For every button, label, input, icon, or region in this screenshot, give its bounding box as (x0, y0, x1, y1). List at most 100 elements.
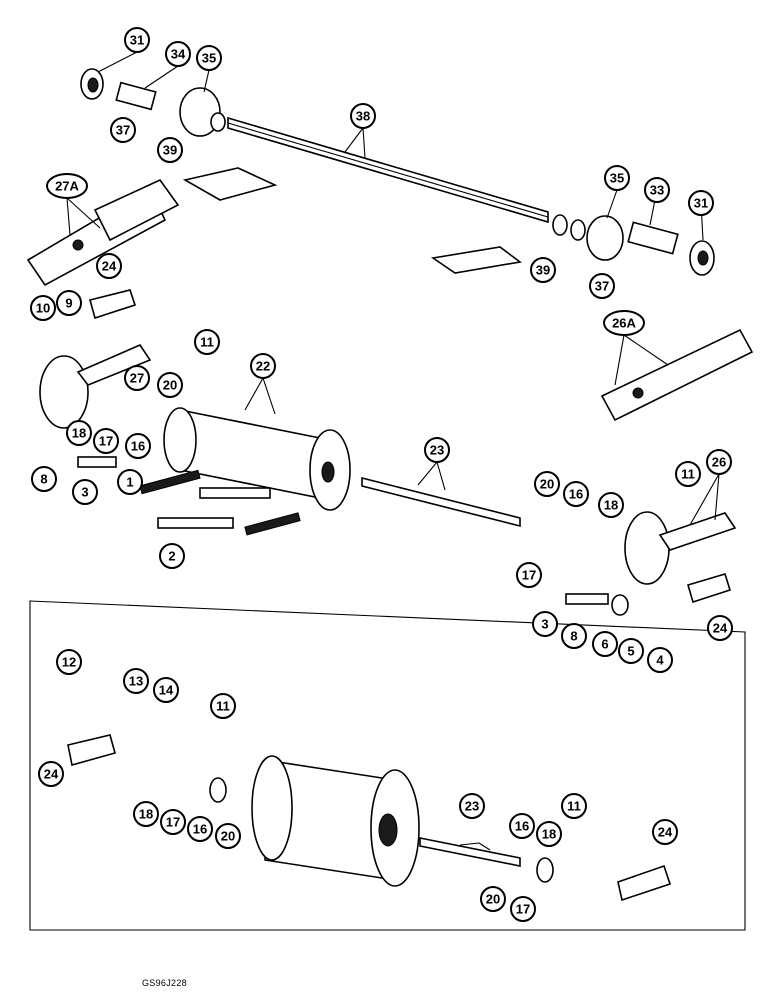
callout-17-upper-right: 17 (516, 562, 542, 588)
callout-13: 13 (123, 668, 149, 694)
svg-text:26: 26 (712, 455, 726, 470)
callout-17-lower-right: 17 (510, 896, 536, 922)
svg-text:24: 24 (658, 825, 673, 840)
callout-26a: 26A (603, 310, 645, 336)
svg-text:5: 5 (627, 644, 634, 659)
shaft-38 (227, 116, 549, 224)
svg-text:27: 27 (130, 371, 144, 386)
callout-16-upper-left: 16 (125, 433, 151, 459)
svg-text:8: 8 (570, 629, 577, 644)
callout-8-upper-left: 8 (31, 466, 57, 492)
shaft-23-lower (419, 837, 521, 867)
callout-11-lower-left: 11 (210, 693, 236, 719)
svg-text:39: 39 (163, 143, 177, 158)
leader-lines (66, 51, 720, 851)
svg-text:39: 39 (536, 263, 550, 278)
callout-11-upper-right: 11 (675, 461, 701, 487)
callout-24-upper: 24 (96, 253, 122, 279)
stub-shaft-34 (115, 81, 157, 111)
callout-37-left: 37 (110, 117, 136, 143)
svg-text:20: 20 (221, 829, 235, 844)
svg-text:37: 37 (116, 123, 130, 138)
svg-text:35: 35 (610, 171, 624, 186)
sprocket-16-lower (209, 777, 554, 883)
svg-text:35: 35 (202, 51, 216, 66)
callout-11-lower-right: 11 (561, 793, 587, 819)
svg-text:22: 22 (256, 359, 270, 374)
svg-text:24: 24 (44, 767, 59, 782)
svg-text:20: 20 (540, 477, 554, 492)
callout-23-upper: 23 (424, 437, 450, 463)
arm-27a (26, 178, 180, 287)
svg-text:26A: 26A (612, 316, 636, 331)
plate-upper-left (182, 167, 278, 201)
callout-16-lower-left: 16 (187, 816, 213, 842)
svg-text:34: 34 (171, 47, 186, 62)
svg-text:10: 10 (36, 301, 50, 316)
callout-18-lower-left: 18 (133, 801, 159, 827)
callout-33: 33 (644, 177, 670, 203)
callout-17-upper-left: 17 (93, 428, 119, 454)
callout-27a: 27A (46, 173, 88, 199)
svg-text:18: 18 (139, 807, 153, 822)
bearing-31-right (689, 240, 715, 276)
svg-text:17: 17 (166, 815, 180, 830)
callout-39-right: 39 (530, 257, 556, 283)
sprocket-35-left (179, 87, 226, 137)
chain-1 (139, 469, 301, 536)
svg-text:31: 31 (694, 196, 708, 211)
callout-38: 38 (350, 103, 376, 129)
svg-text:11: 11 (567, 799, 581, 814)
svg-text:4: 4 (656, 653, 664, 668)
svg-text:18: 18 (604, 498, 618, 513)
svg-text:31: 31 (130, 33, 144, 48)
callout-8-upper-right: 8 (561, 623, 587, 649)
bolt-3-right (565, 593, 629, 616)
callout-34: 34 (165, 41, 191, 67)
callout-2: 2 (159, 543, 185, 569)
svg-text:17: 17 (522, 568, 536, 583)
idler-wheel-26 (624, 511, 737, 585)
callout-35-right: 35 (604, 165, 630, 191)
svg-text:11: 11 (216, 699, 230, 714)
callout-24-upper-right: 24 (707, 615, 733, 641)
svg-text:3: 3 (541, 617, 548, 632)
callout-5: 5 (618, 638, 644, 664)
callout-17-lower-left: 17 (160, 809, 186, 835)
callout-18-lower-right: 18 (536, 821, 562, 847)
callout-12: 12 (56, 649, 82, 675)
callout-20-lower-left: 20 (215, 823, 241, 849)
svg-text:17: 17 (516, 902, 530, 917)
figure-code: GS96J228 (142, 978, 187, 988)
callout-20-upper-right: 20 (534, 471, 560, 497)
svg-text:11: 11 (200, 335, 214, 350)
callout-23-lower: 23 (459, 793, 485, 819)
svg-text:18: 18 (72, 426, 86, 441)
callout-9: 9 (56, 290, 82, 316)
callout-3-upper-left: 3 (72, 479, 98, 505)
svg-text:18: 18 (542, 827, 556, 842)
bolt-3-left (77, 456, 117, 468)
svg-text:3: 3 (81, 485, 88, 500)
stub-shaft-33 (627, 221, 679, 255)
callout-22: 22 (250, 353, 276, 379)
sprocket-35-right (552, 214, 624, 261)
svg-text:24: 24 (713, 621, 728, 636)
callout-24-lower-left: 24 (38, 761, 64, 787)
slats-2 (157, 487, 271, 529)
callout-16-upper-right: 16 (563, 481, 589, 507)
callout-31-top-left: 31 (124, 27, 150, 53)
callout-26: 26 (706, 449, 732, 475)
svg-text:16: 16 (569, 487, 583, 502)
idler-wheel-27 (39, 343, 152, 429)
svg-text:16: 16 (193, 822, 207, 837)
callout-20-upper-left: 20 (157, 372, 183, 398)
svg-text:20: 20 (163, 378, 177, 393)
drum-lower (251, 755, 420, 887)
callout-10: 10 (30, 295, 56, 321)
svg-text:6: 6 (601, 637, 608, 652)
callout-35-left: 35 (196, 45, 222, 71)
svg-text:37: 37 (595, 279, 609, 294)
callout-11-upper-left: 11 (194, 329, 220, 355)
